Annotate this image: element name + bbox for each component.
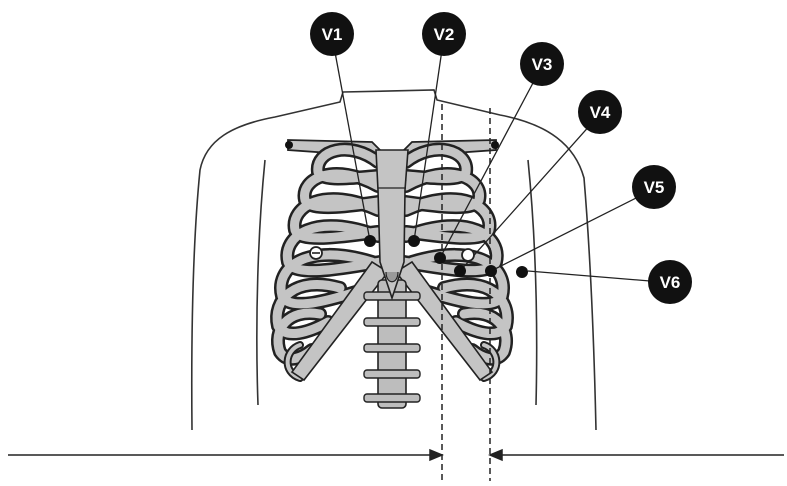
lead-badge-v1: V1 — [310, 12, 354, 56]
lead-label-v4: V4 — [590, 103, 611, 122]
lead-label-v1: V1 — [322, 25, 343, 44]
electrode-left-open — [462, 249, 474, 261]
electrode-v3 — [434, 252, 446, 264]
lead-badge-v4: V4 — [578, 90, 622, 134]
lead-label-v6: V6 — [660, 273, 681, 292]
electrode-v6 — [516, 266, 528, 278]
lead-badge-v2: V2 — [422, 12, 466, 56]
lead-label-v3: V3 — [532, 55, 553, 74]
lead-label-v2: V2 — [434, 25, 455, 44]
electrode-v4 — [454, 265, 466, 277]
lead-badge-v5: V5 — [632, 165, 676, 209]
left-pointer-arrowhead — [430, 450, 442, 460]
electrode-v1 — [364, 235, 376, 247]
right-pointer-arrowhead — [490, 450, 502, 460]
electrode-v5 — [485, 265, 497, 277]
bottom-pointers — [8, 450, 784, 460]
lead-label-v5: V5 — [644, 178, 665, 197]
lead-badge-v3: V3 — [520, 42, 564, 86]
electrode-v2 — [408, 235, 420, 247]
lead-badge-v6: V6 — [648, 260, 692, 304]
